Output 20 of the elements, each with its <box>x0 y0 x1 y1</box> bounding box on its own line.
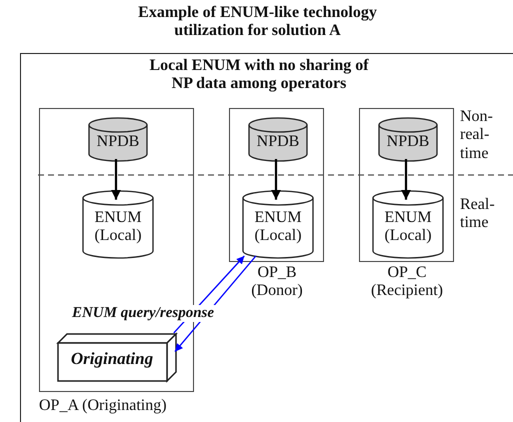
operator-label: OP_C (Recipient) <box>370 264 444 301</box>
block-label: Originating <box>70 349 154 369</box>
database-label: ENUM (Local) <box>383 209 433 246</box>
arrow <box>401 159 411 200</box>
database-label: NPDB <box>96 133 140 152</box>
operator-box <box>229 108 324 262</box>
operator-label: OP_B (Donor) <box>250 264 304 301</box>
operator-box <box>359 108 454 262</box>
frame-heading: Local ENUM with no sharing of NP data among operators <box>148 57 370 94</box>
database-label: NPDB <box>256 133 300 152</box>
layer-label: Non-real-time <box>460 108 494 164</box>
layer-label: Real-time <box>460 196 496 233</box>
arrow <box>111 159 121 200</box>
arrow <box>271 159 281 200</box>
operator-label: OP_A (Originating) <box>39 397 168 416</box>
diagram-title: Example of ENUM-like technology utilization for solution A <box>137 4 378 41</box>
database-label: NPDB <box>386 133 430 152</box>
database-label: ENUM (Local) <box>253 209 303 246</box>
database-label: ENUM (Local) <box>93 209 143 246</box>
diagram-frame <box>20 53 513 422</box>
